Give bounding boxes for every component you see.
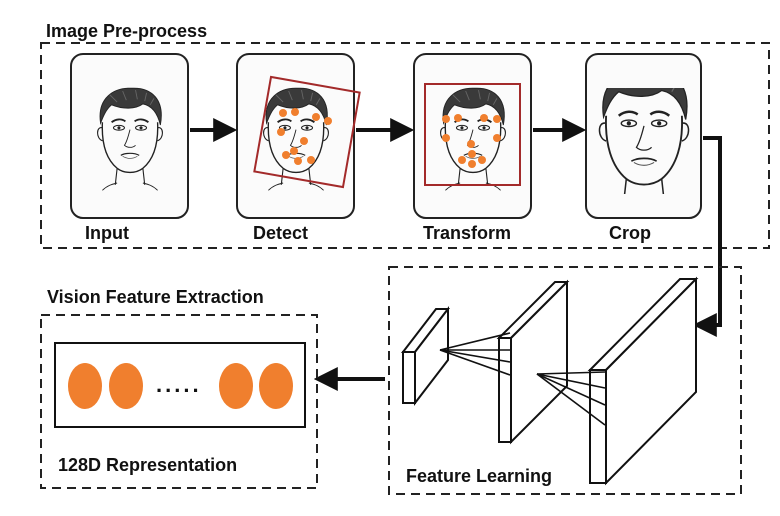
vision-section: Vision Feature Extraction ..... 128D Rep… bbox=[40, 287, 318, 489]
preprocess-section: Image Pre-process bbox=[40, 21, 770, 249]
crop-panel bbox=[585, 53, 702, 219]
landmark-dot-icon bbox=[312, 113, 320, 121]
preprocess-title: Image Pre-process bbox=[46, 21, 207, 41]
vector-element bbox=[109, 363, 143, 409]
transform-step: Transform bbox=[413, 53, 532, 243]
landmark-dot-icon bbox=[493, 134, 501, 142]
representation-label: 128D Representation bbox=[58, 455, 237, 475]
landmark-dot-icon bbox=[493, 115, 501, 123]
vector-element bbox=[259, 363, 293, 409]
vector-elements bbox=[68, 363, 293, 409]
landmark-dot-icon bbox=[468, 160, 476, 168]
landmark-dot-icon bbox=[324, 117, 332, 125]
landmark-dot-icon bbox=[480, 114, 488, 122]
detection-box-icon bbox=[253, 75, 361, 189]
landmark-dot-icon bbox=[300, 137, 308, 145]
input-step: Input bbox=[70, 53, 189, 243]
landmark-dots bbox=[442, 114, 501, 168]
input-panel bbox=[70, 53, 189, 219]
detection-box-icon bbox=[424, 83, 521, 186]
landmark-dot-icon bbox=[294, 157, 302, 165]
vector-ellipsis: ..... bbox=[156, 372, 202, 397]
vector-element bbox=[68, 363, 102, 409]
cnn-connections bbox=[439, 332, 606, 426]
landmark-dot-icon bbox=[282, 151, 290, 159]
cnn-layer-icon bbox=[496, 279, 570, 445]
vision-title: Vision Feature Extraction bbox=[47, 287, 264, 307]
transform-label: Transform bbox=[423, 223, 511, 243]
detect-label: Detect bbox=[253, 223, 308, 243]
preprocess-border bbox=[40, 42, 770, 249]
landmark-dot-icon bbox=[454, 114, 462, 122]
feature-learning-section: Feature Learning bbox=[388, 266, 742, 495]
landmark-dot-icon bbox=[290, 147, 298, 155]
feature-learning-label: Feature Learning bbox=[406, 466, 552, 486]
landmark-dot-icon bbox=[307, 156, 315, 164]
detect-step: Detect bbox=[236, 53, 361, 243]
input-label: Input bbox=[85, 223, 129, 243]
landmark-dot-icon bbox=[467, 140, 475, 148]
landmark-dot-icon bbox=[468, 150, 476, 158]
landmark-dot-icon bbox=[442, 134, 450, 142]
preprocess-arrows bbox=[190, 118, 722, 337]
crop-step: Crop bbox=[585, 53, 702, 243]
crop-label: Crop bbox=[609, 223, 651, 243]
landmark-dot-icon bbox=[277, 128, 285, 136]
landmark-dots bbox=[277, 108, 332, 165]
feature-learning-border bbox=[388, 266, 742, 495]
landmark-dot-icon bbox=[279, 109, 287, 117]
cnn-layer-icon bbox=[400, 306, 451, 406]
landmark-dot-icon bbox=[458, 156, 466, 164]
vector-element bbox=[219, 363, 253, 409]
arrow-icon bbox=[692, 136, 722, 337]
vision-border bbox=[40, 314, 318, 489]
detect-panel bbox=[236, 53, 355, 219]
landmark-dot-icon bbox=[478, 156, 486, 164]
cnn-layer-icon bbox=[587, 276, 699, 486]
landmark-dot-icon bbox=[442, 115, 450, 123]
landmark-dot-icon bbox=[291, 108, 299, 116]
transform-panel bbox=[413, 53, 532, 219]
